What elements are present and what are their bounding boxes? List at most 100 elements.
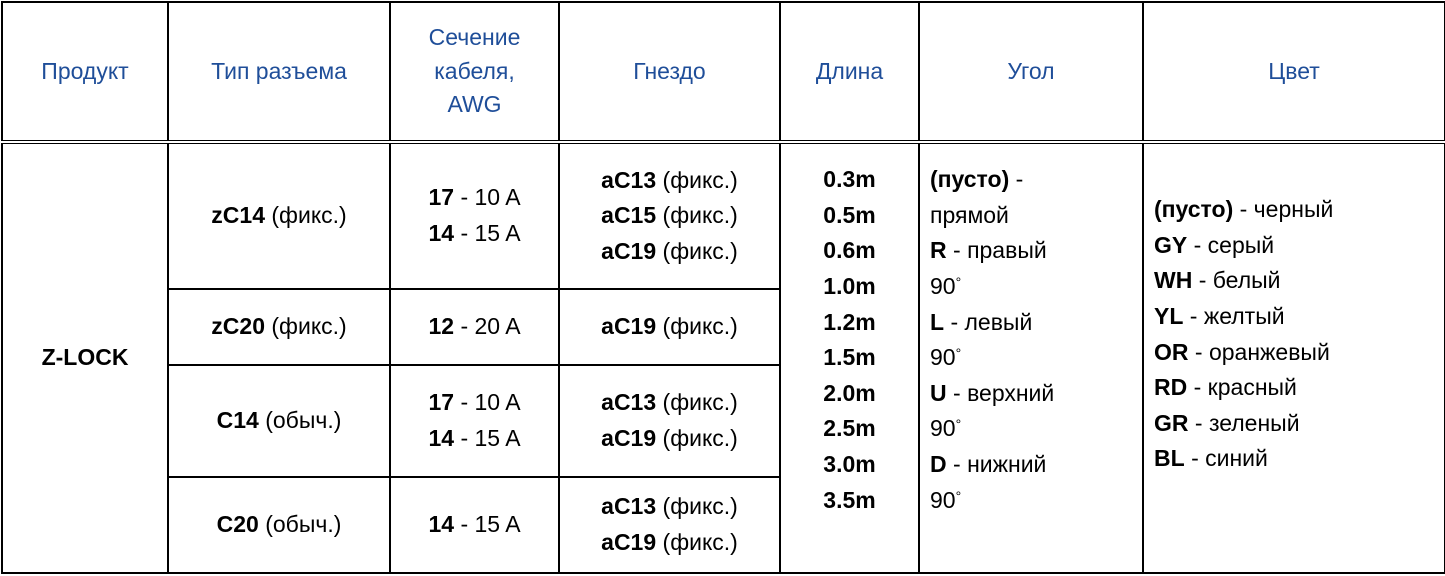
length-item: 0.6m xyxy=(823,237,876,264)
header-cable-section-line: Сечение xyxy=(428,24,521,51)
header-color: Цвет xyxy=(1142,1,1445,143)
awg-line: 17 - 10 A xyxy=(397,385,552,421)
angle-item-cont: прямой xyxy=(930,198,1136,234)
header-cable-section-line: кабеля, xyxy=(434,57,515,84)
color-code: GR xyxy=(1154,409,1189,436)
awg-line: 12 - 20 A xyxy=(397,309,552,345)
length-item: 1.2m xyxy=(823,308,876,335)
socket-line: aC19 (фикс.) xyxy=(566,525,773,561)
header-connector-type: Тип разъема xyxy=(167,1,391,143)
color-name: - черный xyxy=(1239,196,1334,222)
awg-current: - 15 A xyxy=(460,220,521,247)
socket-line: aC15 (фикс.) xyxy=(566,198,773,234)
color-code: RD xyxy=(1154,374,1188,401)
socket-line: aC19 (фикс.) xyxy=(566,234,773,270)
length-item: 3.5m xyxy=(823,486,876,513)
color-item: GR - зеленый xyxy=(1154,406,1438,442)
angle-code: D xyxy=(930,451,947,478)
color-name: - белый xyxy=(1198,267,1281,294)
color-cell: (пусто) - черный GY - серый WH - белый Y… xyxy=(1142,141,1445,574)
product-cell: Z-LOCK xyxy=(1,141,169,574)
connector-note: (фикс.) xyxy=(271,313,347,340)
angle-text: - левый xyxy=(950,308,1033,335)
table-row: zC20 (фикс.) 12 - 20 A aC19 (фикс.) xyxy=(2,288,1445,367)
awg-line: 17 - 10 A xyxy=(397,180,552,216)
socket-cell: aC13 (фикс.) aC19 (фикс.) xyxy=(558,364,781,478)
angle-cell: (пусто) - прямой R - правый 90° L - левы… xyxy=(918,141,1144,574)
connector-cell: zC20 (фикс.) xyxy=(167,288,391,367)
length-item: 1.0m xyxy=(823,272,876,299)
length-item: 2.5m xyxy=(823,415,876,442)
socket-code: aC15 xyxy=(601,202,657,229)
awg-gauge: 14 xyxy=(428,424,455,451)
color-item: OR - оранжевый xyxy=(1154,335,1438,371)
color-code: OR xyxy=(1154,338,1189,365)
color-name: - синий xyxy=(1191,445,1268,472)
connector-note: (обыч.) xyxy=(265,407,342,434)
angle-item-cont: 90° xyxy=(930,411,1136,447)
socket-code: aC19 xyxy=(601,424,657,451)
table-row: C14 (обыч.) 17 - 10 A 14 - 15 A aC13 (фи… xyxy=(2,364,1445,478)
length-item: 0.3m xyxy=(823,166,876,192)
color-item: BL - синий xyxy=(1154,441,1438,477)
angle-cont: 90 xyxy=(930,415,956,442)
socket-cell: aC13 (фикс.) aC15 (фикс.) aC19 (фикс.) xyxy=(558,140,781,291)
awg-current: - 15 A xyxy=(460,424,521,451)
header-socket: Гнездо xyxy=(558,1,781,143)
awg-gauge: 12 xyxy=(428,313,455,340)
angle-cont: 90 xyxy=(930,486,956,513)
angle-item: (пусто) - xyxy=(930,162,1136,198)
color-code: WH xyxy=(1154,267,1193,294)
angle-item: U - верхний xyxy=(930,376,1136,412)
color-item: GY - серый xyxy=(1154,228,1438,264)
socket-code: aC13 xyxy=(601,389,657,416)
color-name: - оранжевый xyxy=(1194,338,1330,365)
header-cable-section: Сечение кабеля, AWG xyxy=(389,1,560,143)
header-product: Продукт xyxy=(1,1,169,143)
angle-item: R - правый xyxy=(930,233,1136,269)
angle-text: - xyxy=(1015,166,1024,192)
awg-cell: 17 - 10 A 14 - 15 A xyxy=(389,364,560,478)
table-row: Z-LOCK zC14 (фикс.) 17 - 10 A 14 - 15 A … xyxy=(1,140,1445,574)
angle-cont: 90 xyxy=(930,344,956,371)
socket-cell: aC13 (фикс.) aC19 (фикс.) xyxy=(558,475,781,575)
awg-line: 14 - 15 A xyxy=(397,507,552,543)
angle-cont: прямой xyxy=(930,201,1009,228)
header-row: Продукт Тип разъема Сечение кабеля, AWG … xyxy=(1,1,1445,143)
socket-note: (фикс.) xyxy=(662,424,738,451)
awg-current: - 20 A xyxy=(460,313,521,340)
length-item: 2.0m xyxy=(823,379,876,406)
angle-text: - нижний xyxy=(953,451,1047,478)
connector-code: zC20 xyxy=(211,313,265,340)
color-name: - зеленый xyxy=(1194,409,1300,436)
connector-note: (фикс.) xyxy=(271,202,347,229)
socket-code: aC19 xyxy=(601,237,657,264)
angle-item: D - нижний xyxy=(930,447,1136,483)
awg-cell: 14 - 15 A xyxy=(389,475,560,575)
angle-text: - правый xyxy=(953,237,1047,264)
socket-code: aC13 xyxy=(601,493,657,520)
header-cable-section-line: AWG xyxy=(447,91,502,118)
color-item: WH - белый xyxy=(1154,263,1438,299)
color-item: RD - красный xyxy=(1154,370,1438,406)
color-item: YL - желтый xyxy=(1154,299,1438,335)
color-code: (пусто) xyxy=(1154,196,1234,222)
connector-cell: zC14 (фикс.) xyxy=(167,140,391,291)
degree-sign: ° xyxy=(955,345,962,362)
socket-note: (фикс.) xyxy=(662,528,738,555)
socket-note: (фикс.) xyxy=(662,493,738,520)
awg-gauge: 14 xyxy=(428,220,455,247)
length-item: 0.5m xyxy=(823,201,876,228)
degree-sign: ° xyxy=(955,487,962,504)
socket-line: aC13 (фикс.) xyxy=(566,163,773,199)
degree-sign: ° xyxy=(955,416,962,433)
awg-cell: 17 - 10 A 14 - 15 A xyxy=(389,140,560,291)
socket-note: (фикс.) xyxy=(662,389,738,416)
angle-text: - верхний xyxy=(953,379,1055,406)
color-name: - серый xyxy=(1193,231,1275,258)
degree-sign: ° xyxy=(955,273,962,290)
length-item: 1.5m xyxy=(823,344,876,371)
socket-note: (фикс.) xyxy=(662,237,738,264)
color-name: - красный xyxy=(1193,374,1297,401)
angle-code: L xyxy=(930,308,945,335)
